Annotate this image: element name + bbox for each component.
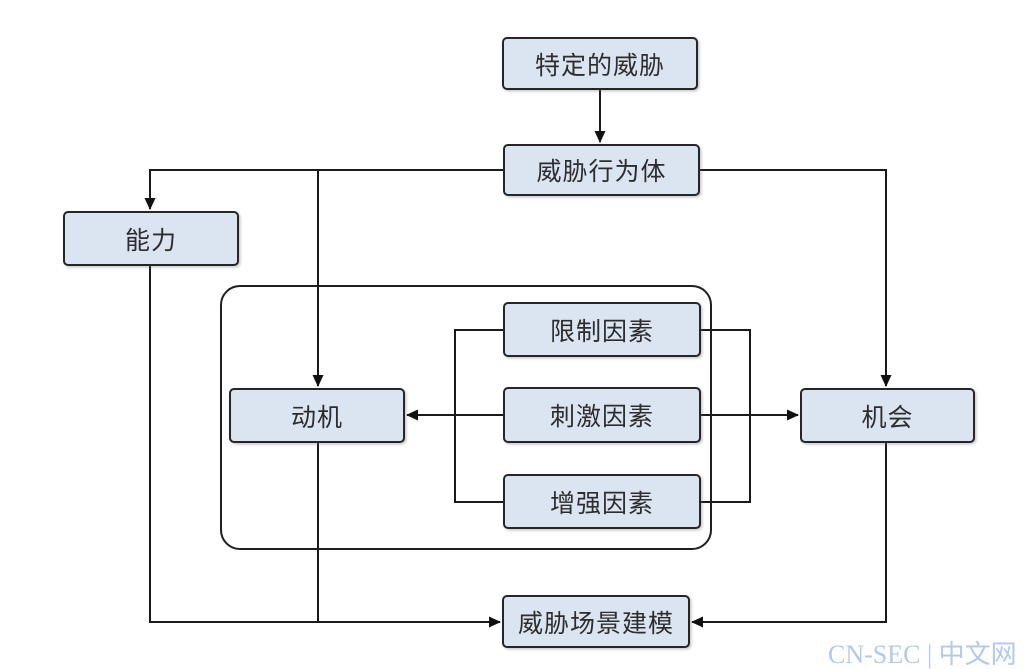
edge-threat-actor-to-capability (144, 169, 503, 210)
watermark-cnsec: CN-SEC | 中文网 (828, 640, 1017, 669)
node-specific-threat: 特定的威胁 (502, 37, 698, 90)
node-threat-actor: 威胁行为体 (503, 144, 700, 196)
node-opportunity: 机会 (800, 388, 975, 443)
edge-threat-actor-to-opportunity (700, 169, 892, 387)
node-reinforcing-factor: 增强因素 (503, 474, 701, 529)
factors-group-border (220, 285, 712, 550)
node-stimulating-factor: 刺激因素 (503, 387, 701, 443)
edge-opportunity-to-modeling (691, 443, 887, 628)
node-motivation: 动机 (229, 388, 405, 443)
node-threat-scenario-modeling: 威胁场景建模 (502, 595, 690, 648)
node-capability: 能力 (63, 211, 239, 266)
node-restricting-factor: 限制因素 (503, 302, 701, 357)
edge-capability-to-modeling (149, 266, 501, 628)
